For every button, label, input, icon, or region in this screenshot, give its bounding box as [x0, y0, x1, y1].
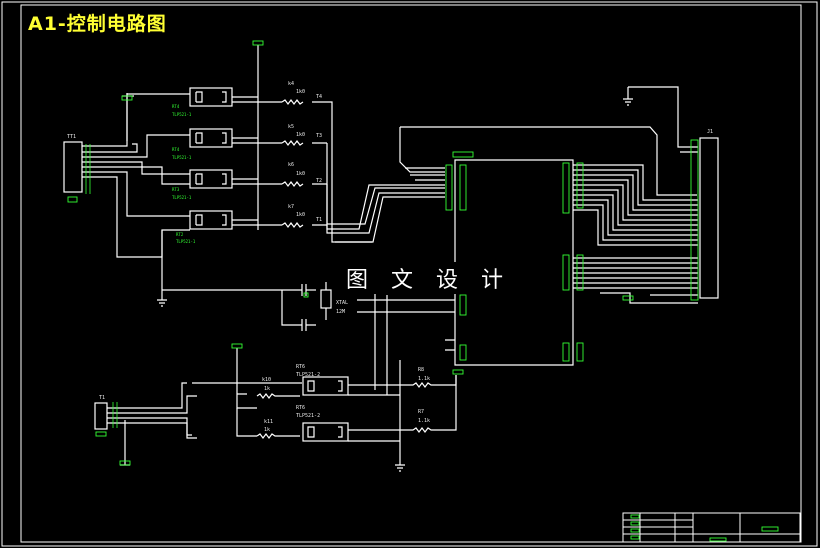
- resistor-k11-label: k11: [264, 419, 274, 425]
- output-t3-label: T3: [316, 133, 323, 139]
- resistor-k4-value: 1k0: [296, 89, 306, 95]
- page-title: A1-控制电路图: [28, 13, 167, 35]
- connector-j1-label: J1: [707, 129, 714, 135]
- opto2-name: RT4: [172, 147, 180, 152]
- resistor-k5-label: k5: [288, 124, 295, 130]
- xtal-value: 12M: [336, 309, 346, 315]
- resistor-k7-label: k7: [288, 204, 295, 210]
- resistor-k11-value: 1k: [264, 427, 271, 433]
- resistor-k4-label: k4: [288, 81, 295, 87]
- opto4-name: RT2: [176, 232, 184, 237]
- pin-markers: [67, 40, 779, 542]
- watermark-text: 图 文 设 计: [344, 262, 513, 294]
- output-t4-label: T4: [316, 94, 323, 100]
- connector-tt1-label: TT1: [67, 134, 77, 140]
- opto1-name: RT4: [172, 104, 180, 109]
- drawing-border: [20, 4, 802, 543]
- opto5-part: TLP521-2: [296, 372, 321, 378]
- output-t1-label: T1: [316, 217, 323, 223]
- lower-optocoupler-section: [94, 348, 457, 472]
- output-t2-label: T2: [316, 178, 323, 184]
- upper-optocoupler-section: [63, 45, 372, 331]
- resistor-k10-label: k10: [262, 377, 272, 383]
- resistor-k10-value: 1k: [264, 386, 271, 392]
- resistor-k6-value: 1k0: [296, 171, 306, 177]
- pin-ticks: [85, 144, 118, 428]
- data-bus: [326, 126, 697, 243]
- opto4-part: TLP521-1: [176, 239, 196, 244]
- opto2-part: TLP521-1: [172, 155, 192, 160]
- connector-t1-label: T1: [99, 395, 106, 401]
- resistor-k5-value: 1k0: [296, 132, 306, 138]
- output-bus: [573, 86, 719, 304]
- opto6-name: RT6: [296, 405, 306, 411]
- opto3-name: RT3: [172, 187, 180, 192]
- optocoupler-5: [302, 376, 349, 396]
- optocoupler-6: [302, 422, 349, 442]
- resistor-k6-label: k6: [288, 162, 295, 168]
- opto6-part: TLP521-2: [296, 413, 321, 419]
- opto5-name: RT6: [296, 364, 306, 370]
- title-block: [622, 512, 801, 543]
- resistor-r7-value: 1.1k: [418, 418, 431, 424]
- connector-j1: [699, 137, 719, 299]
- connector-tt1: [63, 141, 83, 193]
- opto3-part: TLP521-1: [172, 195, 192, 200]
- xtal-label: XTAL: [336, 300, 349, 306]
- opto1-part: TLP521-1: [172, 112, 192, 117]
- connector-t1: [94, 402, 108, 430]
- microcontroller-chip: [357, 159, 574, 395]
- resistor-r8-label: R8: [418, 367, 425, 373]
- resistor-k7-value: 1k0: [296, 212, 306, 218]
- resistor-r8-value: 1.1k: [418, 376, 431, 382]
- resistor-r7-label: R7: [418, 409, 425, 415]
